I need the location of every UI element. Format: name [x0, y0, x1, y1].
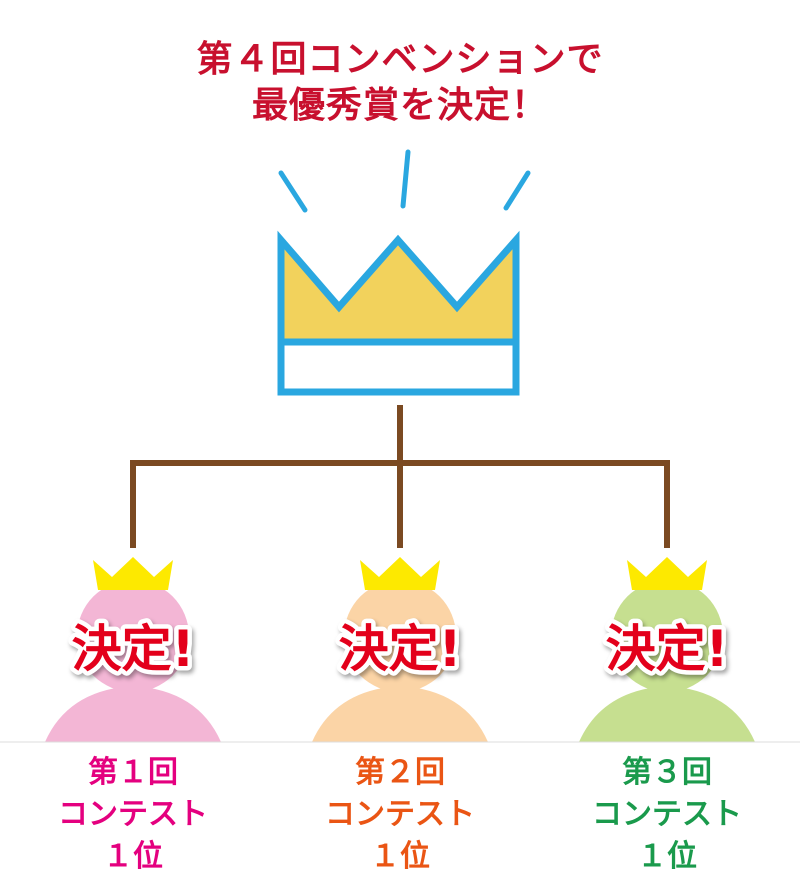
- node-3-label-line-3: １位: [637, 839, 697, 874]
- node-2-label-line-1: 第２回: [355, 755, 445, 790]
- node-1-label-line-1: 第１回: [88, 755, 178, 790]
- mini-crown-icon-1: [93, 557, 173, 590]
- node-3-label-line-1: 第３回: [622, 755, 712, 790]
- node-1-label-line-2: コンテスト: [58, 797, 208, 832]
- person-figure-1: [45, 686, 221, 742]
- crown-body: [277, 230, 520, 346]
- decided-badge-2: 決定!: [339, 620, 462, 678]
- node-2-label-line-3: １位: [370, 839, 430, 874]
- node-1-label-line-3: １位: [103, 839, 163, 874]
- winner-node-2: 決定!: [312, 557, 488, 742]
- person-head-3: [611, 580, 723, 692]
- person-figure-2: [312, 686, 488, 742]
- winner-node-3: 決定!: [579, 557, 755, 742]
- winner-node-1: 決定!: [45, 557, 221, 742]
- node-3-label-line-2: コンテスト: [592, 797, 742, 832]
- person-figure-3: [579, 686, 755, 742]
- headline-line-2: 最優秀賞を決定！: [251, 85, 548, 126]
- crown-band: [277, 338, 520, 396]
- headline-line-1: 第４回コンベンションで: [196, 39, 604, 80]
- person-head-2: [344, 580, 456, 692]
- crown-ray-left: [278, 170, 308, 213]
- mini-crown-icon-3: [627, 557, 707, 590]
- mini-crown-icon-2: [360, 557, 440, 590]
- connector-lines: [130, 405, 670, 548]
- crown-icon: [277, 230, 520, 396]
- crown-rays: [278, 149, 531, 213]
- crown-ray-right: [503, 170, 531, 211]
- crown-ray-center: [400, 149, 411, 209]
- node-2-label-line-2: コンテスト: [325, 797, 475, 832]
- person-head-1: [77, 580, 189, 692]
- decided-badge-1: 決定!: [72, 620, 195, 678]
- decided-badge-3: 決定!: [606, 620, 729, 678]
